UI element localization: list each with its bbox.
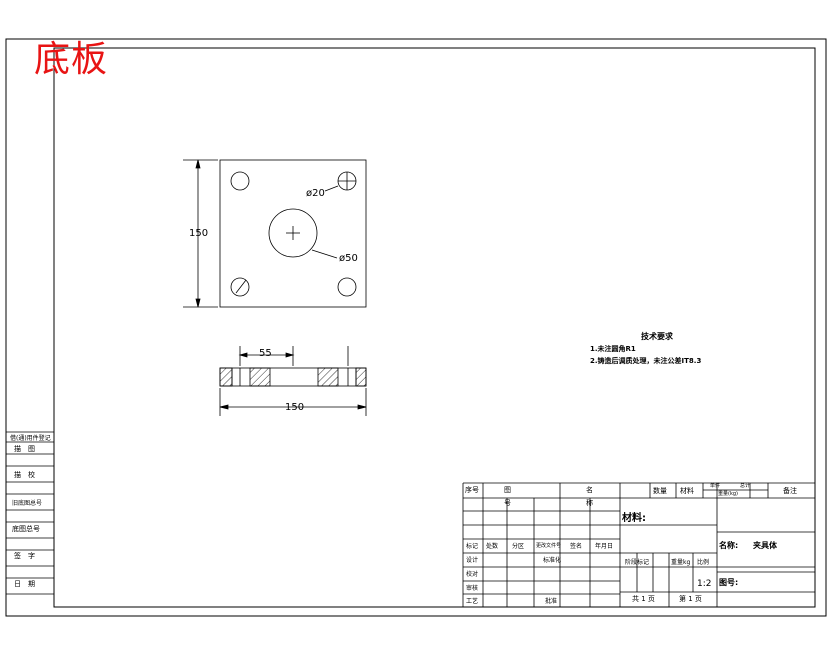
- center-bore: [268, 208, 318, 258]
- tb-scale-val: 1:2: [697, 579, 712, 589]
- left-strip-table: [6, 431, 54, 595]
- tb-name: 名: [586, 486, 593, 494]
- tb-count: 处数: [486, 543, 499, 550]
- tb-sign: 签名: [570, 543, 583, 550]
- title-block-grid: [462, 482, 815, 607]
- tech-line2: 2.铸造后调质处理，未注公差IT8.3: [590, 357, 702, 365]
- tb-remarks: 备注: [783, 487, 797, 495]
- tb-total-pages: 共 1 页: [632, 595, 655, 603]
- left-r3: 描 校: [14, 471, 35, 479]
- left-r2: 描 图: [14, 445, 35, 453]
- corner-hole-tl: [230, 171, 250, 191]
- tb-name2: 称: [586, 499, 593, 507]
- left-r4: 旧底图总号: [12, 500, 43, 507]
- corner-hole-bl: [230, 277, 250, 297]
- section-view: [219, 346, 367, 416]
- tb-weight: 重量(kg): [718, 491, 738, 497]
- tb-approve: 批准: [545, 598, 558, 605]
- tb-design: 设计: [466, 557, 479, 564]
- tb-process: 工艺: [466, 598, 479, 605]
- tb-standard: 标准化: [543, 557, 562, 564]
- dim-width: 150: [285, 402, 305, 413]
- left-r5: 底图总号: [12, 525, 40, 533]
- tb-scale: 比例: [697, 559, 710, 566]
- tb-stage: 阶段标记: [625, 559, 650, 566]
- tb-qty: 数量: [653, 487, 667, 495]
- red-title: 底板: [34, 39, 109, 80]
- tech-line1: 1.未注圆角R1: [590, 345, 636, 353]
- plate-outline: [219, 159, 367, 308]
- tb-part-name-label: 名称:: [719, 541, 739, 550]
- tb-seq: 序号: [465, 486, 479, 494]
- tb-page: 第 1 页: [679, 595, 702, 603]
- tb-unit: 单件: [710, 483, 721, 489]
- tb-date: 年月日: [595, 543, 614, 550]
- tb-zone: 分区: [512, 543, 525, 550]
- dim-offset: 55: [259, 348, 272, 359]
- tb-total: 总计: [740, 483, 751, 489]
- dim-height: 150: [189, 228, 209, 239]
- left-r6: 签 字: [14, 552, 35, 560]
- tb-drawing-no: 图号:: [719, 578, 739, 587]
- tb-review: 审核: [466, 585, 479, 592]
- tb-material: 材料: [680, 487, 694, 495]
- tb-check: 校对: [466, 571, 479, 578]
- tb-material-label: 材料:: [622, 513, 646, 524]
- tb-code2: 号: [504, 499, 511, 507]
- corner-hole-br: [337, 277, 357, 297]
- tech-heading: 技术要求: [641, 332, 673, 341]
- tb-part-name: 夹具体: [753, 541, 777, 550]
- tb-change-doc: 更改文件号: [536, 543, 562, 549]
- dim-hole-small: ø20: [306, 188, 325, 199]
- left-r1: 借(通)用件登记: [10, 435, 51, 442]
- dim-hole-large: ø50: [339, 253, 358, 264]
- tb-mark: 标记: [466, 543, 479, 550]
- tb-code: 图: [504, 486, 511, 494]
- left-r7: 日 期: [14, 580, 35, 588]
- top-view: [183, 159, 367, 308]
- tb-weight2: 重量kg: [671, 559, 691, 566]
- inner-frame: [53, 47, 816, 608]
- outer-frame: [5, 38, 827, 617]
